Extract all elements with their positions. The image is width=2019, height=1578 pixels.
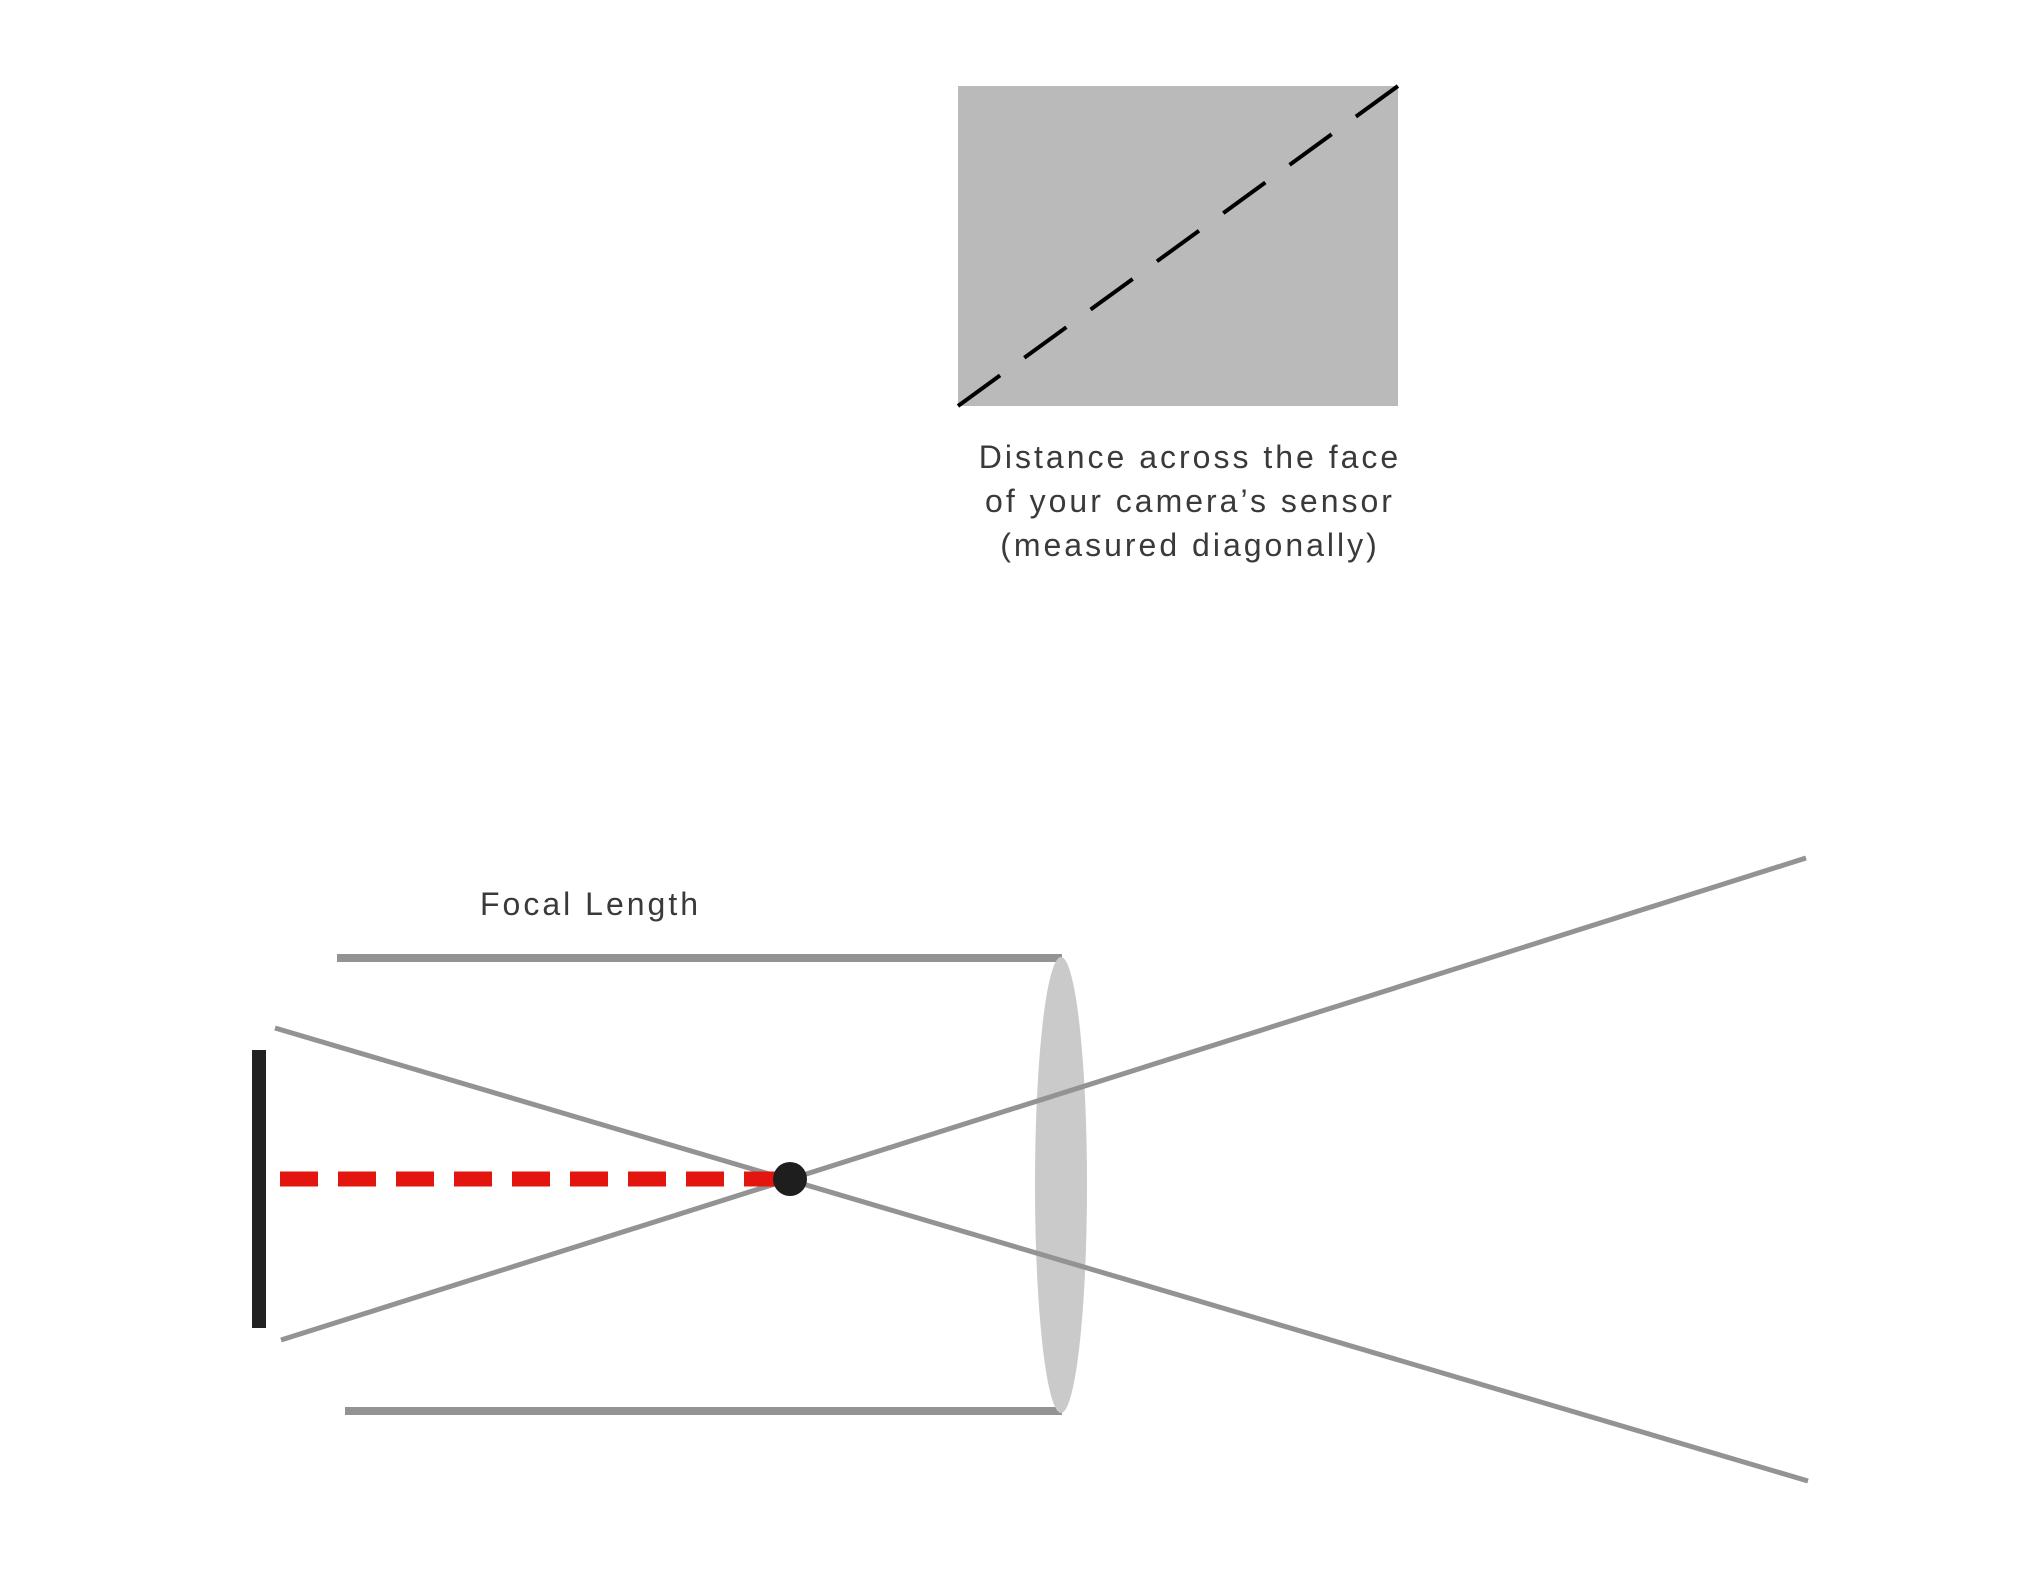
- light-ray-upper: [274, 1025, 1809, 1484]
- sensor-caption-line-2: of your camera’s sensor: [985, 483, 1395, 519]
- sensor-diagonal: [956, 84, 1400, 408]
- sensor-caption: Distance across the face of your camera’…: [900, 435, 1480, 567]
- sensor-caption-line-1: Distance across the face: [978, 439, 1402, 475]
- sensor-plate: [252, 1050, 266, 1328]
- sensor-caption-line-3: (measured diagonally): [1000, 527, 1380, 563]
- lens-element: [1035, 957, 1087, 1413]
- optical-center-point: [773, 1162, 807, 1196]
- light-ray-lower: [280, 855, 1807, 1343]
- focal-length-label: Focal Length: [480, 886, 702, 922]
